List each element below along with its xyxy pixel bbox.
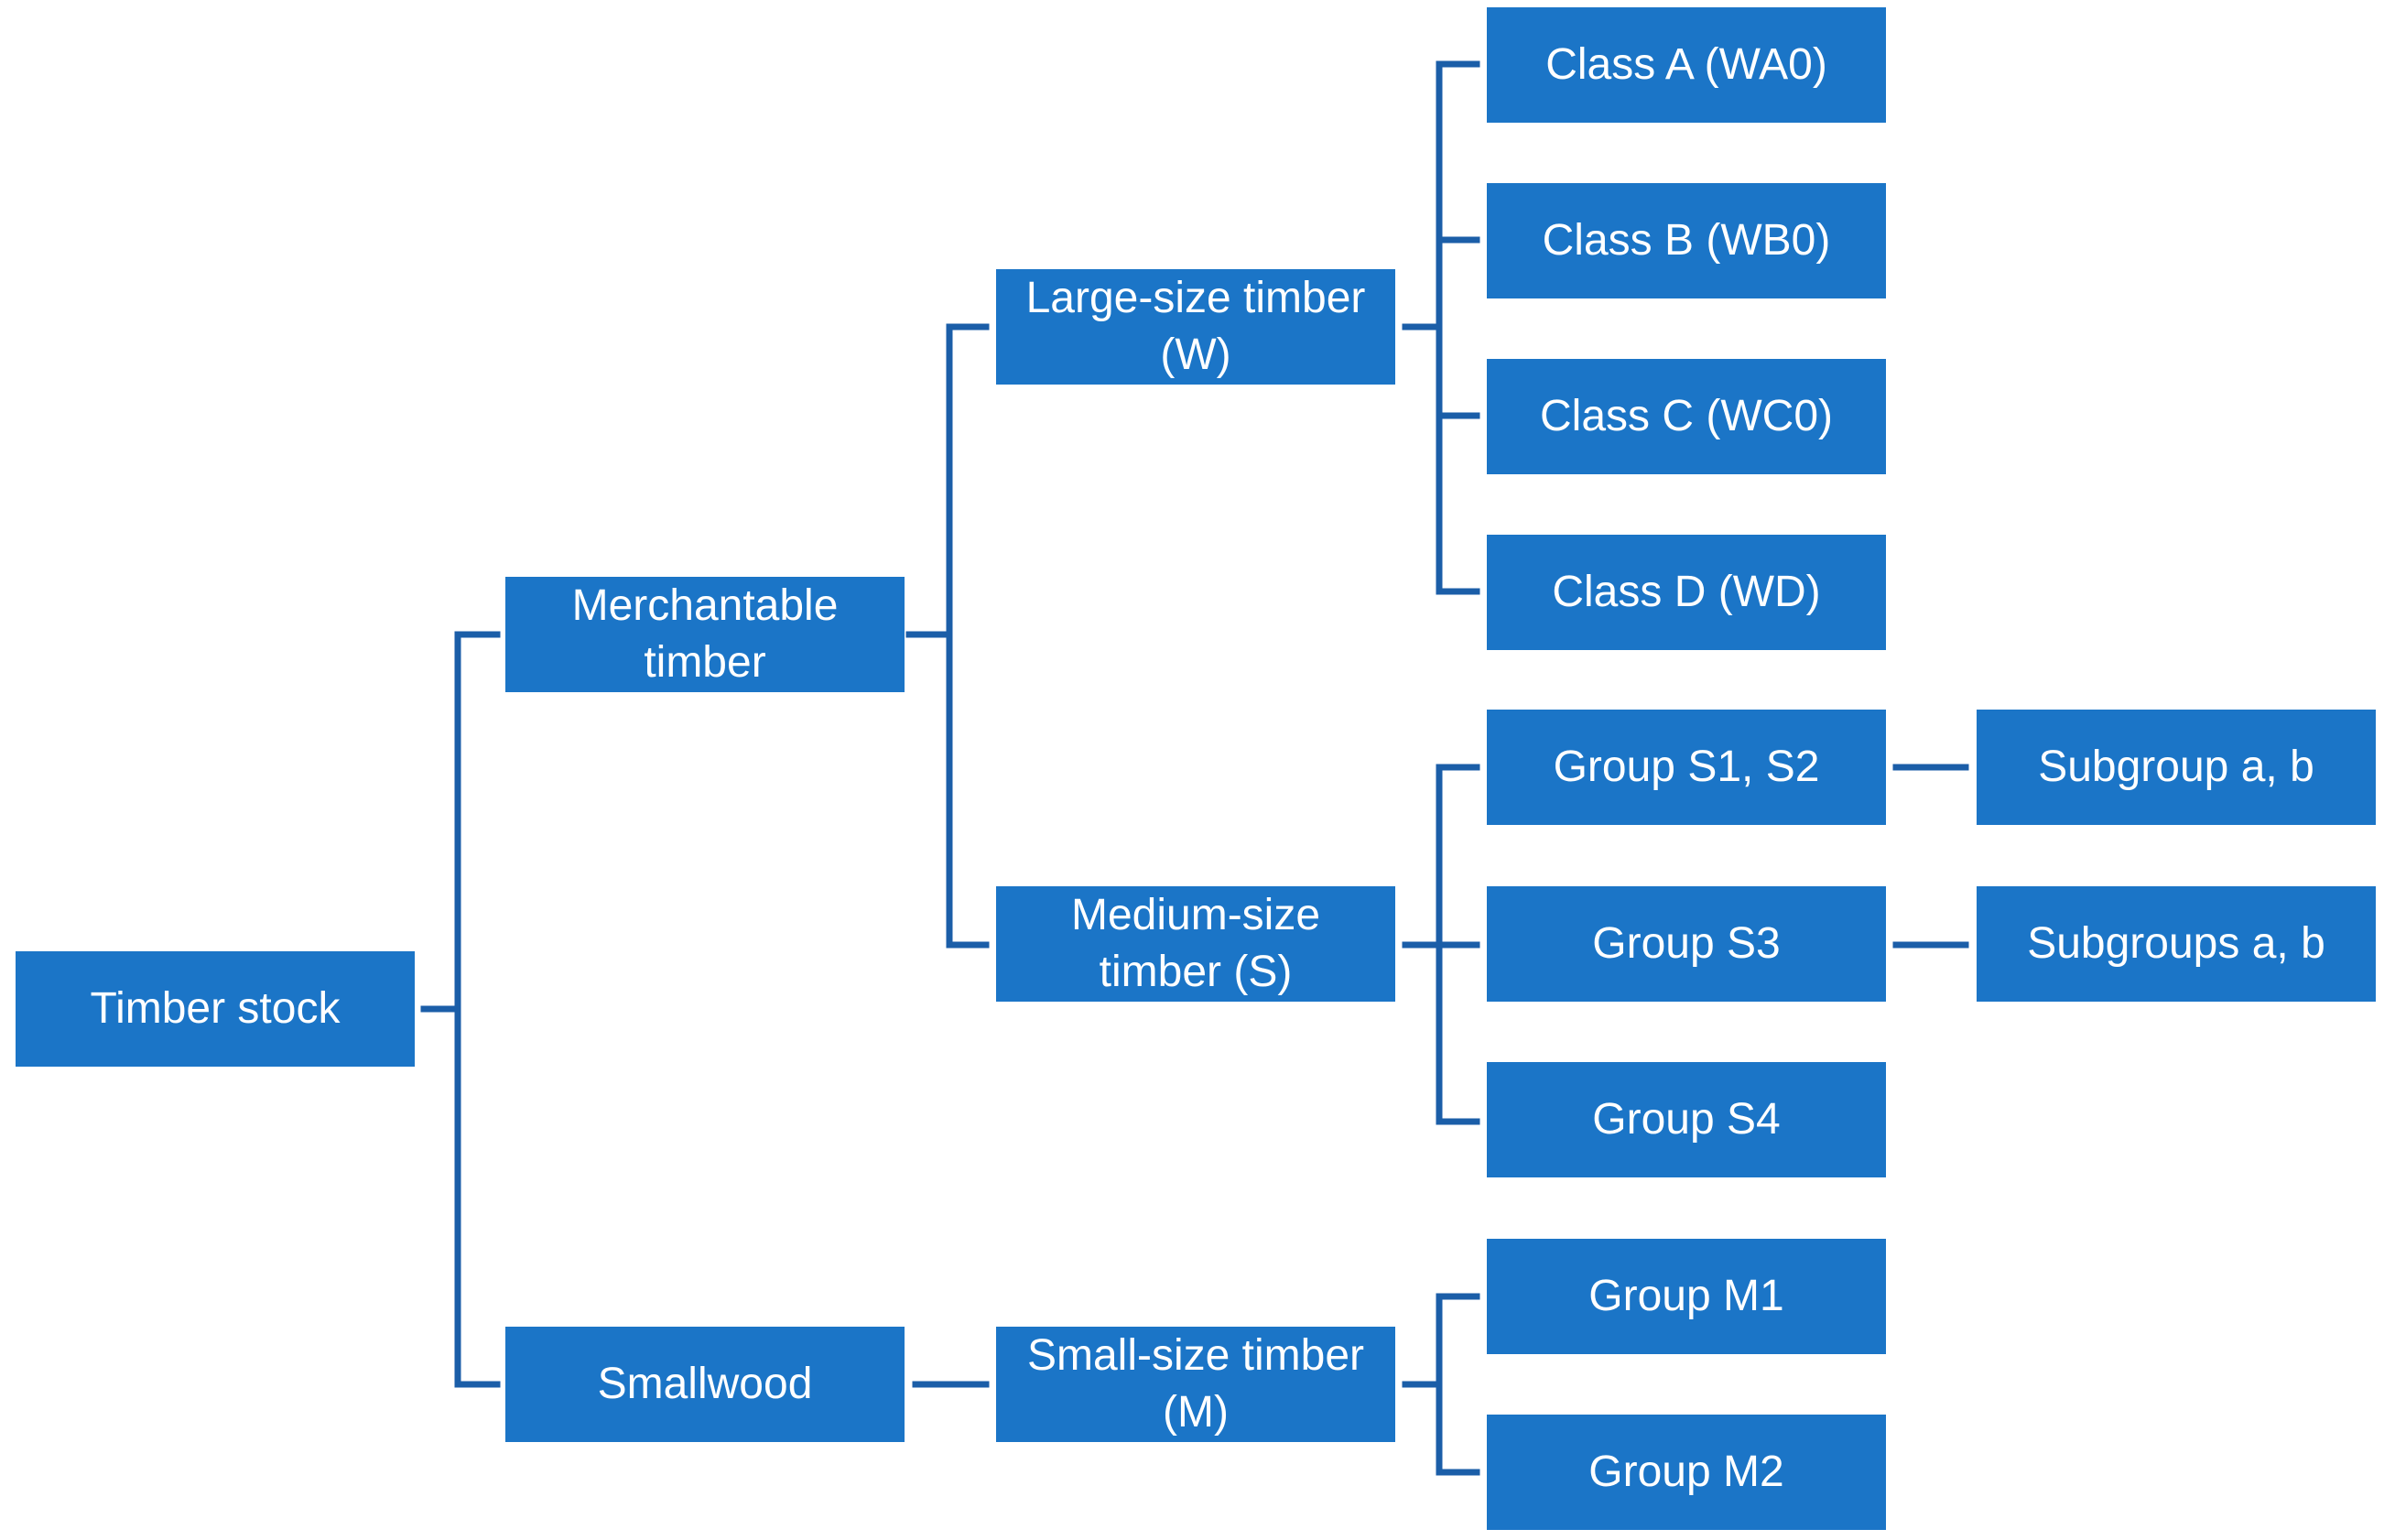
node-group-s1-s2: Group S1, S2 bbox=[1487, 710, 1886, 825]
node-class-c: Class C (WC0) bbox=[1487, 359, 1886, 474]
node-small-size-timber: Small-size timber (M) bbox=[996, 1327, 1395, 1442]
node-subgroups-a-b: Subgroups a, b bbox=[1977, 886, 2376, 1002]
node-class-a: Class A (WA0) bbox=[1487, 7, 1886, 123]
node-merchantable-timber: Merchantable timber bbox=[505, 577, 905, 692]
node-group-m1: Group M1 bbox=[1487, 1239, 1886, 1354]
node-subgroup-a-b: Subgroup a, b bbox=[1977, 710, 2376, 825]
node-class-b: Class B (WB0) bbox=[1487, 183, 1886, 298]
node-group-s3: Group S3 bbox=[1487, 886, 1886, 1002]
node-timber-stock: Timber stock bbox=[16, 951, 415, 1067]
node-group-m2: Group M2 bbox=[1487, 1415, 1886, 1530]
node-class-d: Class D (WD) bbox=[1487, 535, 1886, 650]
node-medium-size-timber: Medium-size timber (S) bbox=[996, 886, 1395, 1002]
node-smallwood: Smallwood bbox=[505, 1327, 905, 1442]
node-large-size-timber: Large-size timber (W) bbox=[996, 269, 1395, 385]
node-group-s4: Group S4 bbox=[1487, 1062, 1886, 1177]
